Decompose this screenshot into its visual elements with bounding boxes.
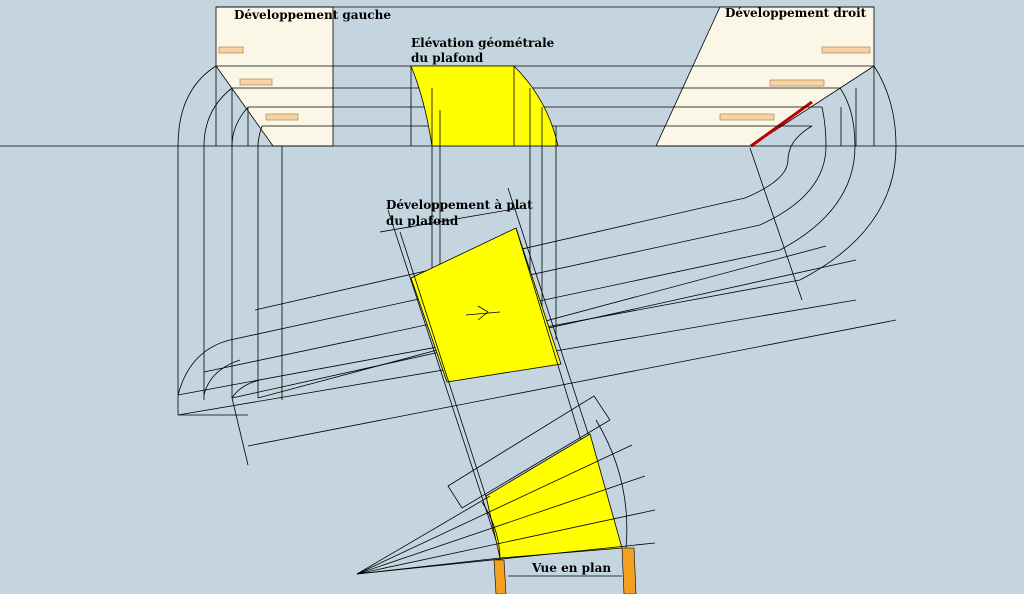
right-step-tab-1 [821, 46, 871, 54]
label-flat-dev-line1: Développement à plat [386, 198, 533, 212]
right-development-panel [655, 6, 875, 148]
right-red-edge [750, 100, 813, 148]
label-left-development: Développement gauche [234, 8, 391, 22]
ceiling-elevation-fill [410, 65, 559, 147]
left-projection-curves [177, 65, 283, 416]
label-flat-dev-line2: du plafond [386, 214, 459, 228]
label-elevation-line1: Elévation géométrale [411, 36, 555, 50]
label-elevation-line2: du plafond [411, 51, 484, 65]
plan-view-yellow-fan [485, 433, 623, 559]
left-step-tab-2 [239, 78, 273, 86]
left-step-tab-3 [265, 113, 299, 121]
label-right-development: Développement droit [725, 6, 867, 20]
plan-wall-left-orange [493, 559, 507, 594]
flat-ceiling-development [379, 187, 601, 541]
right-step-tab-3 [719, 113, 775, 121]
right-step-tab-2 [769, 79, 825, 87]
plan-wall-right-orange [621, 547, 637, 594]
left-step-tab-1 [218, 46, 244, 54]
flat-ceiling-fill [410, 227, 562, 383]
left-development-triangle [215, 6, 334, 147]
left-development-panel [215, 6, 334, 147]
label-plan-view: Vue en plan [531, 561, 611, 575]
right-projection-curves [744, 65, 897, 281]
plan-view [356, 395, 656, 594]
